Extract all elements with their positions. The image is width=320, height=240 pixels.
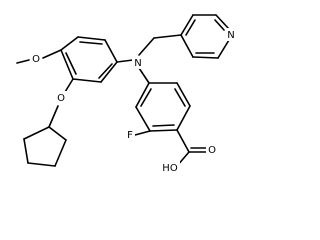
pyridine-double-bond-inner	[185, 19, 196, 36]
atom-labels: O O N N F HO O	[30, 28, 237, 174]
ring-fluorine-bond	[134, 130, 151, 136]
benzoic-ring-bond	[149, 129, 178, 132]
cyclopentyl-bond	[54, 139, 67, 167]
left-ring-bond	[104, 39, 118, 63]
amine-benzoic-ring-bond	[138, 67, 150, 84]
left-ring-bond	[77, 36, 106, 41]
pyridine-bond	[180, 14, 194, 36]
benzoic-ring-bond	[176, 82, 191, 107]
cyclopentyl-bond	[48, 126, 67, 141]
benzoic-ring-double-bond-inner	[140, 88, 152, 107]
left-ring-amine-bond	[116, 59, 134, 63]
benzoic-ring-double-bond-inner	[152, 124, 175, 127]
cyclopentyl-bond	[23, 126, 50, 140]
benzoic-ring-bond	[135, 82, 150, 108]
left-ring-double-bond-inner	[65, 52, 77, 75]
amine-methylene-bond	[138, 37, 155, 56]
chemical-structure-diagram: O O N N F HO O	[16, 14, 237, 174]
left-ring-bond	[100, 61, 118, 83]
ether-cyclopentyl-bond	[48, 105, 59, 128]
pyridine-bond	[180, 34, 194, 58]
methoxy-oxygen-ring-bond	[42, 49, 62, 59]
left-ring-bond	[72, 78, 102, 83]
cyclopentyloxy-oxygen-label: O	[57, 93, 65, 104]
cyclopentyl-bond	[27, 162, 56, 167]
methoxy-methyl-bond	[16, 59, 30, 64]
amine-nitrogen-label: N	[134, 58, 141, 69]
pyridine-double-bond-inner	[214, 19, 225, 31]
pyridine-bond	[217, 39, 230, 59]
methylene-pyridine-bond	[153, 34, 182, 39]
left-ring-double-bond-inner	[98, 63, 113, 79]
cyclopentyl-bond	[23, 138, 29, 164]
fluorine-label: F	[127, 130, 133, 141]
benzoic-ring-double-bond-inner	[174, 88, 186, 107]
pyridine-bond	[192, 56, 219, 59]
carbonyl-oxygen-label: O	[208, 145, 216, 156]
pyridine-bond	[215, 14, 230, 30]
methoxy-oxygen-label: O	[32, 54, 40, 65]
hydroxyl-label: HO	[162, 163, 178, 174]
benzoic-ring-bond	[135, 106, 151, 132]
benzoic-ring-bond	[176, 105, 191, 131]
aryl-ether-bond	[64, 78, 74, 93]
pyridine-nitrogen-label: N	[227, 30, 234, 41]
left-ring-double-bond-inner	[79, 41, 103, 45]
ring-carboxyl-bond	[176, 129, 190, 153]
left-ring-bond	[60, 36, 79, 51]
bonds	[16, 14, 230, 167]
left-ring-bond	[60, 49, 74, 80]
